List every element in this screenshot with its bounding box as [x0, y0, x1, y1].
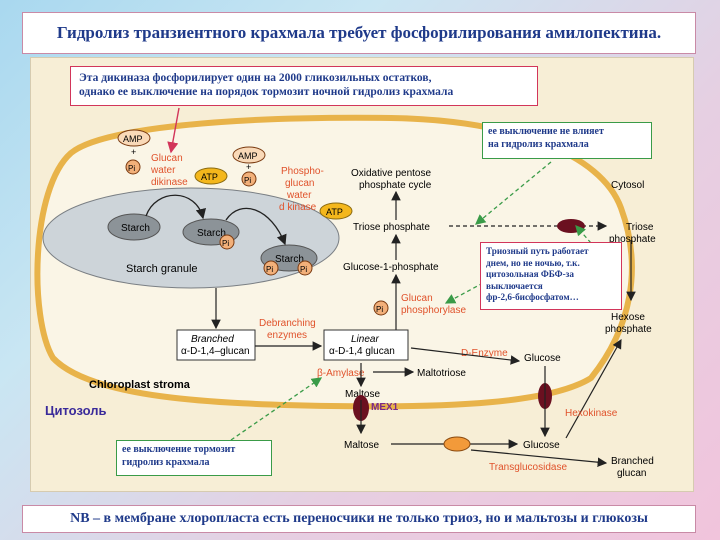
pi-circle — [219, 234, 235, 250]
maltose-stroma-label: Maltose — [345, 389, 380, 400]
pointer-right-note — [474, 161, 552, 225]
amp-badge — [117, 129, 151, 147]
triose-phosphate-label: Triose phosphate — [353, 222, 430, 233]
note-phosphoglucan-line1: ее выключение не влияет — [488, 126, 604, 137]
phosphoglucan-water-dikinase-label: Phospho- glucan water d kinase — [279, 166, 327, 213]
pi-circle — [373, 300, 389, 316]
starch-label-1: Starch — [121, 223, 150, 234]
note-phosphoglucan: ее выключение не влияет на гидролиз крах… — [482, 122, 652, 159]
mex1-label: MEX1 — [371, 402, 399, 413]
d-enzyme-label: D-Enzyme — [461, 348, 508, 359]
chloroplast-stroma-label: Chloroplast stroma — [89, 379, 191, 391]
maltose-cytosol-label: Maltose — [344, 440, 379, 451]
amp-label: AMP — [123, 134, 143, 144]
starch-granule-label: Starch granule — [126, 263, 198, 275]
oxidative-pentose-label: Oxidative pentose phosphate cycle — [351, 168, 434, 191]
glucose-stroma-label: Glucose — [524, 353, 561, 364]
branched-glucan-cytosol-label: Branched glucan — [611, 456, 657, 479]
arrow-glucose-hexose — [565, 338, 622, 439]
note-triose-line4: выключается — [486, 280, 543, 291]
linear-glucan-box — [323, 329, 409, 361]
pointer-top-note — [167, 107, 180, 154]
glucose-cytosol-label: Glucose — [523, 440, 560, 451]
pi-circle — [263, 260, 279, 276]
starch-1 — [107, 213, 161, 241]
note-triose-line5: фр-2,6-бисфосфатом… — [486, 292, 579, 302]
transglucosidase-label: Transglucosidase — [489, 462, 567, 473]
glucan-water-dikinase-label: Glucan water dikinase — [150, 153, 188, 188]
branched-glucan-label: Branched α-D-1,4–glucan — [181, 334, 250, 357]
note-triose-line1: Триозный путь работает — [486, 246, 589, 256]
note-triose-pathway: Триозный путь работает днем, но не ночью… — [480, 242, 622, 310]
branched-glucan-box — [176, 329, 256, 361]
amp-badge — [232, 146, 266, 164]
slide-title: Гидролиз транзиентного крахмала требует … — [22, 12, 696, 54]
beta-amylase-label: β-Amylase — [317, 368, 365, 379]
amp-label: AMP — [238, 151, 258, 161]
atp-badge — [319, 202, 353, 220]
plus-sign: + — [131, 147, 136, 157]
linear-glucan-label: Linear α-D-1,4 glucan — [329, 334, 395, 357]
atp-label: ATP — [201, 172, 218, 182]
debranching-label: Debranching enzymes — [259, 318, 319, 341]
note-dikinase-line2: однако ее выключение на порядок тормозит… — [79, 86, 454, 99]
pointer-bottom-note — [230, 377, 323, 441]
pointer-triose-note — [575, 225, 592, 244]
starch-arrow-1 — [145, 194, 206, 220]
pointer-phosphorylase-note — [444, 282, 484, 304]
nb-footer: NB – в мембране хлоропласта есть перенос… — [22, 505, 696, 533]
glucose-1-phosphate-label: Glucose-1-phosphate — [343, 262, 439, 273]
starch-label-2: Starch — [197, 228, 226, 239]
arrow-d-enzyme — [410, 347, 521, 365]
note-amylase-line1: ее выключение тормозит — [122, 444, 236, 455]
cytosol-label: Cytosol — [611, 180, 644, 191]
pi-circle — [241, 171, 257, 187]
pi-label: Pi — [266, 265, 273, 274]
pi-circle — [125, 159, 141, 175]
note-amylase: ее выключение тормозит гидролиз крахмала — [116, 440, 272, 476]
glucan-phosphorylase-label: Glucan phosphorylase — [401, 293, 466, 316]
pi-label: Pi — [128, 164, 135, 173]
maltotriose-label: Maltotriose — [417, 368, 466, 379]
pi-label: Pi — [244, 176, 251, 185]
atp-label: ATP — [326, 207, 343, 217]
arrow-branched-glucan — [470, 449, 608, 467]
transglucosidase-marker — [443, 436, 471, 452]
hexose-phosphate-label: Hexose phosphate — [605, 312, 652, 335]
note-phosphoglucan-line2: на гидролиз крахмала — [488, 138, 589, 150]
pi-circle — [297, 260, 313, 276]
pi-label: Pi — [300, 265, 307, 274]
note-dikinase: Эта дикиназа фосфорилирует один на 2000 … — [70, 66, 538, 106]
hexokinase-label: Hexokinase — [565, 408, 618, 419]
starch-metabolism-diagram: Starch Starch Starch Starch granule Pi P… — [34, 107, 657, 479]
note-dikinase-line1: Эта дикиназа фосфорилирует один на 2000 … — [79, 72, 432, 84]
note-amylase-line2: гидролиз крахмала — [122, 456, 210, 468]
starch-label-3: Starch — [275, 254, 304, 265]
pi-label: Pi — [222, 239, 229, 248]
pi-label: Pi — [376, 305, 383, 314]
plus-sign: + — [246, 162, 251, 172]
cytosol-ru-label: Цитозоль — [45, 403, 106, 418]
note-triose-line2: днем, но не ночью, т.к. — [486, 257, 580, 268]
cytosol-triose-phosphate-label: Triose phosphate — [609, 222, 656, 245]
starch-arrow-2 — [225, 207, 287, 246]
note-triose-line3: цитозольная ФБФ-за — [486, 269, 574, 279]
atp-badge — [194, 167, 228, 185]
